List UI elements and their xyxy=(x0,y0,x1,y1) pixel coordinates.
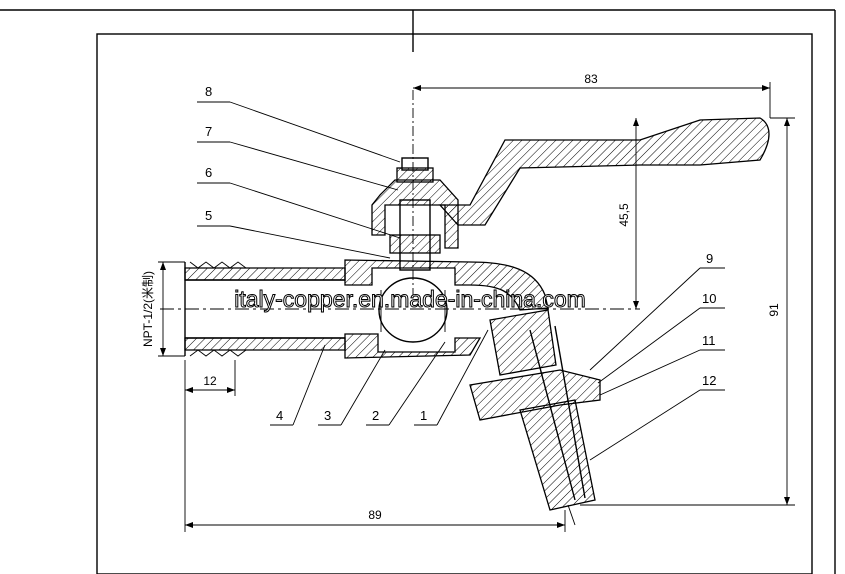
outlet-spout xyxy=(469,309,601,526)
dimension-45-5: 45,5 xyxy=(617,118,639,309)
part-label-4: 4 xyxy=(276,408,283,423)
part-label-6: 6 xyxy=(205,165,212,180)
stem-assembly xyxy=(371,90,459,300)
valve-body xyxy=(344,259,549,359)
npt-thread-label: NPT-1/2(米制) xyxy=(141,271,155,347)
watermark-text: italy-copper.en.made-in-china.com xyxy=(234,286,586,312)
dimension-91: 91 xyxy=(580,117,795,506)
dimension-npt: NPT-1/2(米制) xyxy=(141,261,185,357)
dimension-89: 89 xyxy=(184,360,566,532)
inlet-threaded-pipe xyxy=(184,261,346,357)
dimension-83: 83 xyxy=(413,72,771,118)
dim-89-label: 89 xyxy=(368,508,382,522)
dimension-12: 12 xyxy=(185,360,236,396)
part-label-7: 7 xyxy=(205,124,212,139)
part-label-1: 1 xyxy=(420,408,427,423)
dim-83-label: 83 xyxy=(584,72,598,86)
part-label-2: 2 xyxy=(372,408,379,423)
dim-91-label: 91 xyxy=(767,303,781,317)
leader-lines xyxy=(197,101,725,461)
part-label-11: 11 xyxy=(702,333,716,348)
part-label-8: 8 xyxy=(205,84,212,99)
lever-handle xyxy=(438,117,770,226)
part-label-10: 10 xyxy=(702,291,716,306)
part-label-12: 12 xyxy=(702,373,716,388)
part-label-3: 3 xyxy=(324,408,331,423)
dim-12-label: 12 xyxy=(203,374,217,388)
drawing-frame xyxy=(0,9,836,574)
part-label-5: 5 xyxy=(205,208,212,223)
dim-45-5-label: 45,5 xyxy=(617,203,631,227)
part-label-9: 9 xyxy=(706,251,713,266)
